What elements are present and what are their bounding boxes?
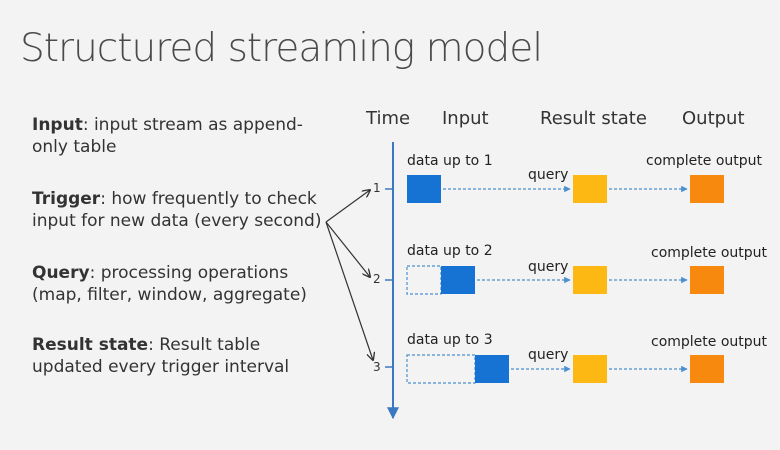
trigger-arrow <box>325 190 370 223</box>
bullet-trigger: Trigger: how frequently to check input f… <box>32 188 332 232</box>
bullet-term: Query <box>32 263 90 283</box>
bullet-term: Trigger <box>32 189 101 209</box>
bullet-term: Result state <box>32 335 149 355</box>
input-block <box>441 266 475 294</box>
data-label-1: data up to 1 <box>407 153 493 169</box>
result-block <box>573 266 607 294</box>
bullet-text: : processing operations (map, filter, wi… <box>32 263 307 305</box>
column-header-result-state: Result state <box>540 108 647 129</box>
bullet-term: Input <box>32 115 83 135</box>
output-label-3: complete output <box>651 334 768 350</box>
output-block <box>690 266 724 294</box>
time-tick-1: 1 <box>373 181 381 195</box>
bullet-text: : Result table updated every trigger int… <box>32 335 290 377</box>
column-header-time: Time <box>366 108 411 129</box>
trigger-arrow <box>325 221 370 277</box>
trigger-arrow <box>325 221 373 360</box>
input-block <box>475 355 509 383</box>
bullet-text: : how frequently to check input for new … <box>32 189 322 231</box>
slide-title: Structured streaming model <box>20 26 543 71</box>
bullet-result-state: Result state: Result table updated every… <box>32 334 332 378</box>
query-label-1: query <box>528 167 569 183</box>
result-block <box>573 355 607 383</box>
data-label-3: data up to 3 <box>407 332 493 348</box>
data-label-2: data up to 2 <box>407 243 493 259</box>
bullet-query: Query: processing operations (map, filte… <box>32 262 322 306</box>
time-tick-2: 2 <box>373 272 381 286</box>
output-label-2: complete output <box>651 245 768 261</box>
column-header-input: Input <box>442 108 489 129</box>
bullet-text: : input stream as append-only table <box>32 115 303 157</box>
output-label-1: complete output <box>646 153 763 169</box>
query-label-2: query <box>528 259 569 275</box>
previous-input-block <box>406 265 442 295</box>
bullet-input: Input: input stream as append-only table <box>32 114 312 158</box>
time-tick-3: 3 <box>373 360 381 374</box>
previous-input-block <box>406 354 476 384</box>
output-block <box>690 355 724 383</box>
column-header-output: Output <box>682 108 745 129</box>
input-block <box>407 175 441 203</box>
result-block <box>573 175 607 203</box>
output-block <box>690 175 724 203</box>
query-label-3: query <box>528 347 569 363</box>
